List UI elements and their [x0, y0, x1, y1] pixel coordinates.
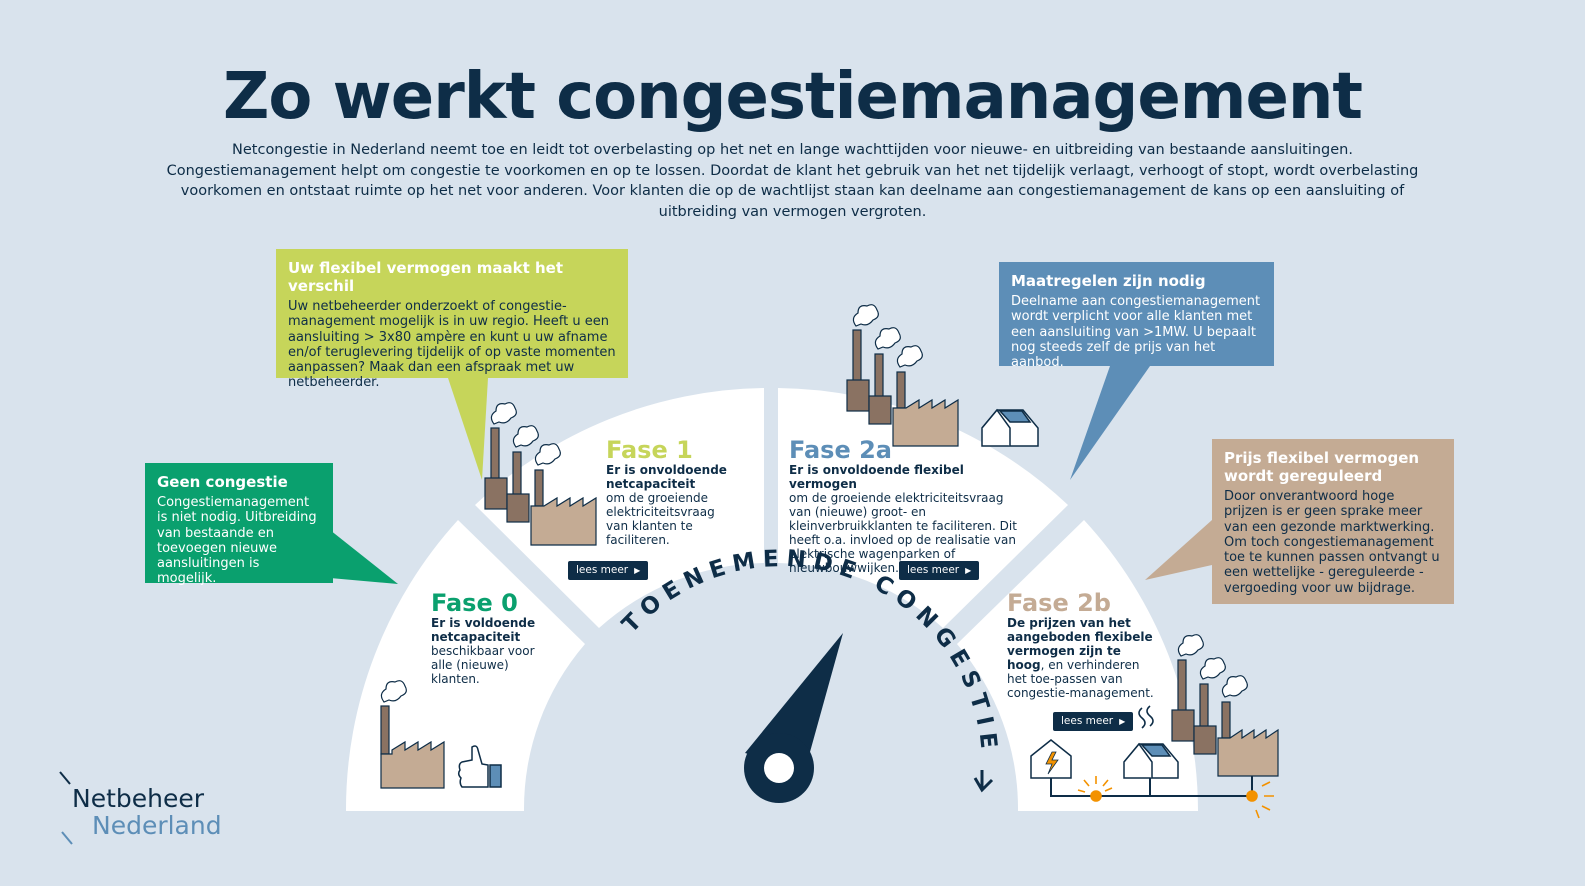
phase-text: om de groeiende elektriciteitsvraag van … — [606, 491, 715, 547]
phase-headline: Er is onvoldoende flexibel vermogen — [789, 463, 964, 491]
logo-line1: Netbeheer — [72, 784, 205, 813]
page-title: Zo werkt congestiemanagement — [223, 60, 1363, 134]
phase-text: , en verhinderen het toe-passen van cong… — [1007, 658, 1154, 700]
pointer-blue — [1070, 366, 1150, 480]
house-solar-icon-fase2a — [981, 408, 1039, 447]
callout-flexibel-vermogen: Uw flexibel vermogen maakt het verschil … — [276, 249, 628, 390]
button-label: lees meer — [576, 564, 629, 576]
intro-text: Netcongestie in Nederland neemt toe en l… — [166, 142, 1419, 220]
heat-waves-icon — [1138, 705, 1154, 729]
callout-text: Uw netbeheerder onderzoekt of congestie-… — [288, 299, 616, 391]
chevron-right-icon: ▶ — [634, 566, 641, 575]
lees-meer-button-fase2a[interactable]: lees meer ▶ — [899, 561, 980, 580]
lees-meer-button-fase2b[interactable]: lees meer ▶ — [1053, 712, 1134, 731]
house-lightning-icon — [1030, 739, 1072, 779]
gauge-needle-icon — [744, 633, 843, 803]
phase-title: Fase 1 — [606, 436, 693, 464]
callout-text: Door onverantwoord hoge prijzen is er ge… — [1224, 489, 1440, 596]
logo-line2: Nederland — [92, 811, 222, 840]
phase-title: Fase 2b — [1007, 589, 1111, 617]
phase-headline: Er is voldoende netcapaciteit — [431, 616, 536, 644]
netbeheer-logo: Netbeheer Nederland — [72, 785, 222, 839]
lees-meer-button-fase1[interactable]: lees meer ▶ — [568, 561, 649, 580]
gauge-sectors — [345, 388, 1198, 811]
callout-text: Deelname aan congestiemanagement wordt v… — [1011, 294, 1261, 371]
sector-fase2b — [957, 520, 1198, 811]
phase-text: beschikbaar voor alle (nieuwe) klanten. — [431, 644, 535, 686]
factory-icon-fase2a — [846, 304, 959, 447]
sector-fase1 — [475, 388, 764, 628]
button-label: lees meer — [1061, 715, 1114, 727]
pointer-green — [330, 530, 398, 584]
chevron-right-icon: ▶ — [1119, 717, 1126, 726]
phase-fase0: Fase 0 Er is voldoende netcapaciteit bes… — [431, 590, 546, 686]
thumbs-up-icon — [457, 745, 502, 788]
house-solar-icon-fase2b — [1123, 742, 1179, 779]
pointer-tan — [1145, 520, 1212, 580]
sector-fase2a — [778, 388, 1068, 628]
phase-fase2b: Fase 2b De prijzen van het aangeboden fl… — [1007, 590, 1157, 700]
callout-title: Geen congestie — [157, 473, 288, 491]
phase-headline: De prijzen van het aangeboden flexibele … — [1007, 616, 1153, 672]
factory-icon-fase0 — [380, 680, 445, 789]
button-label: lees meer — [907, 564, 960, 576]
phase-headline: Er is onvoldoende netcapaciteit — [606, 463, 727, 491]
callout-title: Prijs flexibel vermogen wordt gereguleer… — [1224, 449, 1420, 485]
callout-prijs-gereguleerd: Prijs flexibel vermogen wordt gereguleer… — [1212, 439, 1454, 604]
callout-geen-congestie: Geen congestie Congestiemanagement is ni… — [145, 463, 333, 586]
callout-title: Uw flexibel vermogen maakt het verschil — [288, 259, 564, 295]
gauge-arrow — [973, 770, 994, 793]
callout-text: Congestiemanagement is niet nodig. Uitbr… — [157, 495, 317, 587]
spark-icon — [1077, 776, 1274, 819]
phase-text: om de groeiende elektriciteitsvraag van … — [789, 491, 1017, 575]
logo-mark — [59, 771, 73, 845]
factory-icon-fase1 — [484, 402, 597, 546]
chevron-right-icon: ▶ — [965, 566, 972, 575]
phase-fase1: Fase 1 Er is onvoldoende netcapaciteit o… — [606, 437, 736, 547]
phase-fase2a: Fase 2a Er is onvoldoende flexibel vermo… — [789, 437, 1029, 575]
factory-icon-fase2b — [1171, 634, 1279, 777]
phase-title: Fase 0 — [431, 589, 518, 617]
phase-title: Fase 2a — [789, 436, 892, 464]
callout-maatregelen: Maatregelen zijn nodig Deelname aan cong… — [999, 262, 1274, 370]
sector-fase0 — [345, 520, 585, 811]
callout-title: Maatregelen zijn nodig — [1011, 272, 1206, 290]
pointer-lime — [448, 378, 488, 480]
